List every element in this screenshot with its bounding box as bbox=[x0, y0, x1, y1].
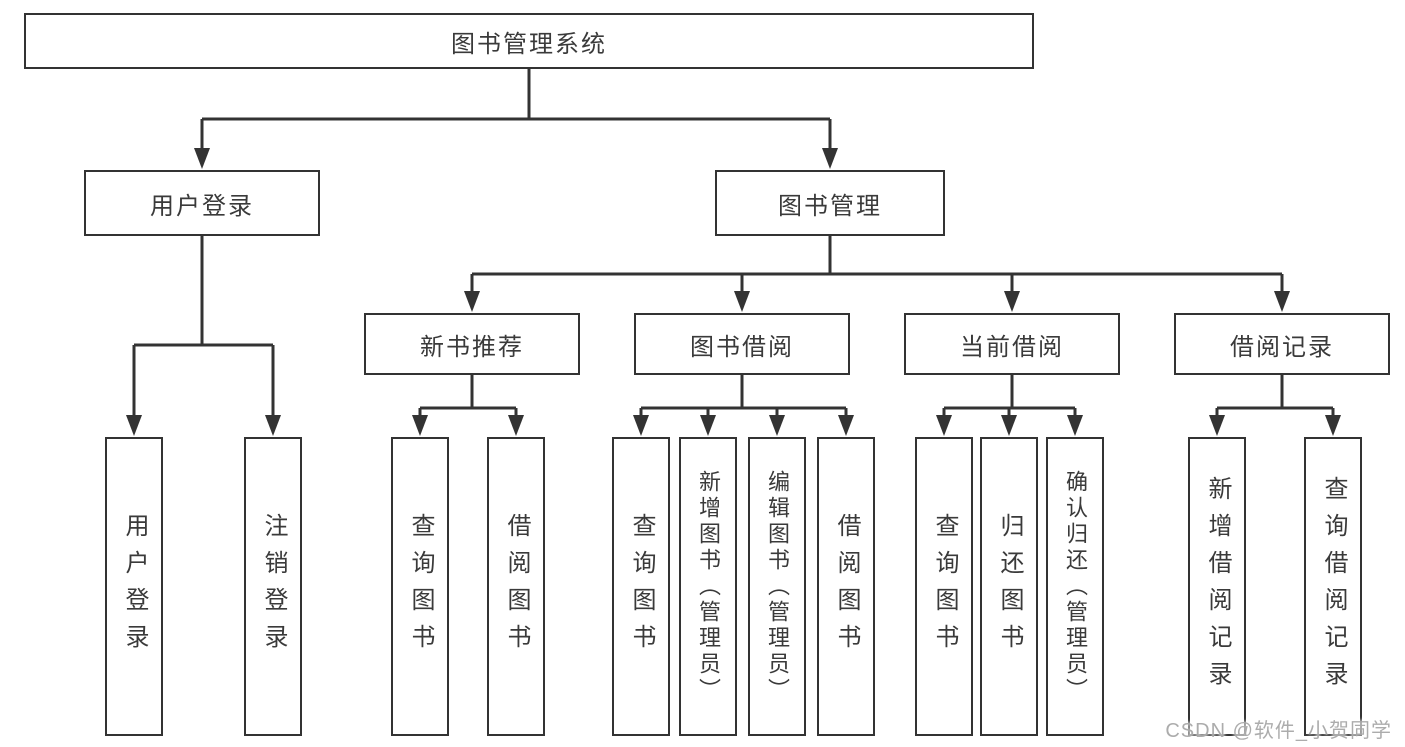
node-label: 编辑图书（管理员） bbox=[765, 469, 790, 704]
node-label: 借阅图书 bbox=[833, 512, 860, 661]
arrowhead-icon bbox=[734, 291, 750, 312]
node-label: 新书推荐 bbox=[420, 333, 524, 361]
node-label: 新增图书（管理员） bbox=[696, 469, 721, 704]
node-return-books: 归还图书 bbox=[980, 437, 1038, 736]
node-user-login-leaf: 用户登录 bbox=[105, 437, 163, 736]
arrowhead-icon bbox=[769, 415, 785, 436]
node-library-management-system: 图书管理系统 bbox=[24, 13, 1034, 69]
node-label: 借阅记录 bbox=[1230, 333, 1334, 361]
node-book-management: 图书管理 bbox=[715, 170, 945, 236]
arrowhead-icon bbox=[1004, 291, 1020, 312]
node-query-borrow-record: 查询借阅记录 bbox=[1304, 437, 1362, 736]
node-label: 图书借阅 bbox=[690, 333, 794, 361]
node-label: 查询借阅记录 bbox=[1320, 475, 1347, 698]
node-label: 确认归还（管理员） bbox=[1063, 469, 1088, 704]
node-label: 借阅图书 bbox=[503, 512, 530, 661]
arrowhead-icon bbox=[412, 415, 428, 436]
arrowhead-icon bbox=[1067, 415, 1083, 436]
node-book-borrowing: 图书借阅 bbox=[634, 313, 850, 375]
arrowhead-icon bbox=[1001, 415, 1017, 436]
node-label: 注销登录 bbox=[260, 512, 287, 661]
arrowhead-icon bbox=[1209, 415, 1225, 436]
arrowhead-icon bbox=[265, 415, 281, 436]
node-query-books: 查询图书 bbox=[612, 437, 670, 736]
node-borrow-books: 借阅图书 bbox=[487, 437, 545, 736]
node-query-books: 查询图书 bbox=[915, 437, 973, 736]
node-query-books: 查询图书 bbox=[391, 437, 449, 736]
node-new-book-recommendation: 新书推荐 bbox=[364, 313, 580, 375]
node-current-borrowing: 当前借阅 bbox=[904, 313, 1120, 375]
csdn-watermark: CSDN @软件_小贺同学 bbox=[1165, 720, 1392, 742]
node-edit-books-admin: 编辑图书（管理员） bbox=[748, 437, 806, 736]
arrowhead-icon bbox=[822, 148, 838, 169]
node-label: 图书管理 bbox=[778, 192, 882, 220]
node-label: 用户登录 bbox=[150, 192, 254, 220]
node-label: 归还图书 bbox=[996, 512, 1023, 661]
node-label: 查询图书 bbox=[931, 512, 958, 661]
arrowhead-group bbox=[126, 148, 1341, 436]
node-label: 查询图书 bbox=[407, 512, 434, 661]
node-label: 图书管理系统 bbox=[451, 30, 607, 58]
node-add-books-admin: 新增图书（管理员） bbox=[679, 437, 737, 736]
node-label: 用户登录 bbox=[121, 512, 148, 661]
arrowhead-icon bbox=[508, 415, 524, 436]
node-label: 查询图书 bbox=[628, 512, 655, 661]
arrowhead-icon bbox=[633, 415, 649, 436]
node-add-borrow-record: 新增借阅记录 bbox=[1188, 437, 1246, 736]
arrowhead-icon bbox=[1274, 291, 1290, 312]
arrowhead-icon bbox=[1325, 415, 1341, 436]
node-logout: 注销登录 bbox=[244, 437, 302, 736]
arrowhead-icon bbox=[464, 291, 480, 312]
node-user-login: 用户登录 bbox=[84, 170, 320, 236]
node-borrow-books: 借阅图书 bbox=[817, 437, 875, 736]
node-confirm-return-admin: 确认归还（管理员） bbox=[1046, 437, 1104, 736]
arrowhead-icon bbox=[936, 415, 952, 436]
arrowhead-icon bbox=[126, 415, 142, 436]
arrowhead-icon bbox=[700, 415, 716, 436]
node-borrowing-records: 借阅记录 bbox=[1174, 313, 1390, 375]
node-label: 新增借阅记录 bbox=[1204, 475, 1231, 698]
node-label: 当前借阅 bbox=[960, 333, 1064, 361]
arrowhead-icon bbox=[194, 148, 210, 169]
arrowhead-icon bbox=[838, 415, 854, 436]
